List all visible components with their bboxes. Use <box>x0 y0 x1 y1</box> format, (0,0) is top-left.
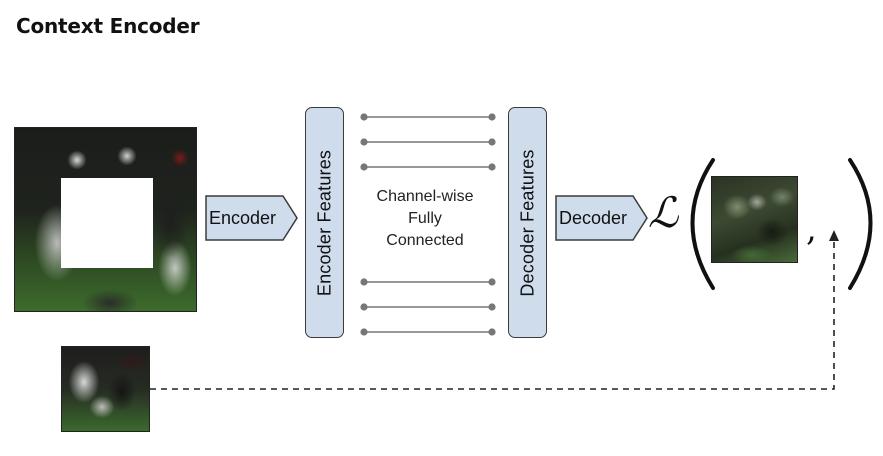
decoder-features-box: Decoder Features <box>508 107 547 338</box>
encoder-block: Encoder <box>205 195 299 241</box>
masked-region <box>61 178 153 268</box>
channel-wise-fc-line-3: Connected <box>386 232 464 249</box>
fc-connector-6 <box>360 328 496 336</box>
encoder-features-box: Encoder Features <box>305 107 344 338</box>
fc-connectors <box>360 113 496 336</box>
right-parenthesis <box>848 158 873 290</box>
channel-wise-fc-line-2: Fully <box>408 210 442 227</box>
channel-wise-fc-line-1: Channel-wise <box>376 188 474 205</box>
predicted-patch-image <box>711 176 798 263</box>
fc-connector-1 <box>360 113 496 121</box>
left-parenthesis <box>690 158 715 290</box>
decoder-block: Decoder <box>555 195 649 241</box>
ground-truth-patch-image <box>61 346 150 432</box>
fc-connector-3 <box>360 163 496 171</box>
decoder-label: Decoder <box>559 207 628 228</box>
fc-connector-4 <box>360 278 496 286</box>
loss-separator: , <box>806 209 817 249</box>
channel-wise-fc-text: Channel-wise Fully Connected <box>350 186 500 252</box>
fc-connector-5 <box>360 303 496 311</box>
decoder-arrow-shape <box>555 195 648 241</box>
loss-symbol: ℒ <box>648 188 679 237</box>
fc-connector-2 <box>360 138 496 146</box>
ground-truth-dashed-arrow <box>150 230 839 390</box>
diagram-title: Context Encoder <box>16 14 200 38</box>
masked-input-image <box>14 127 197 312</box>
encoder-label: Encoder <box>209 207 277 228</box>
encoder-arrow-shape <box>205 195 298 241</box>
